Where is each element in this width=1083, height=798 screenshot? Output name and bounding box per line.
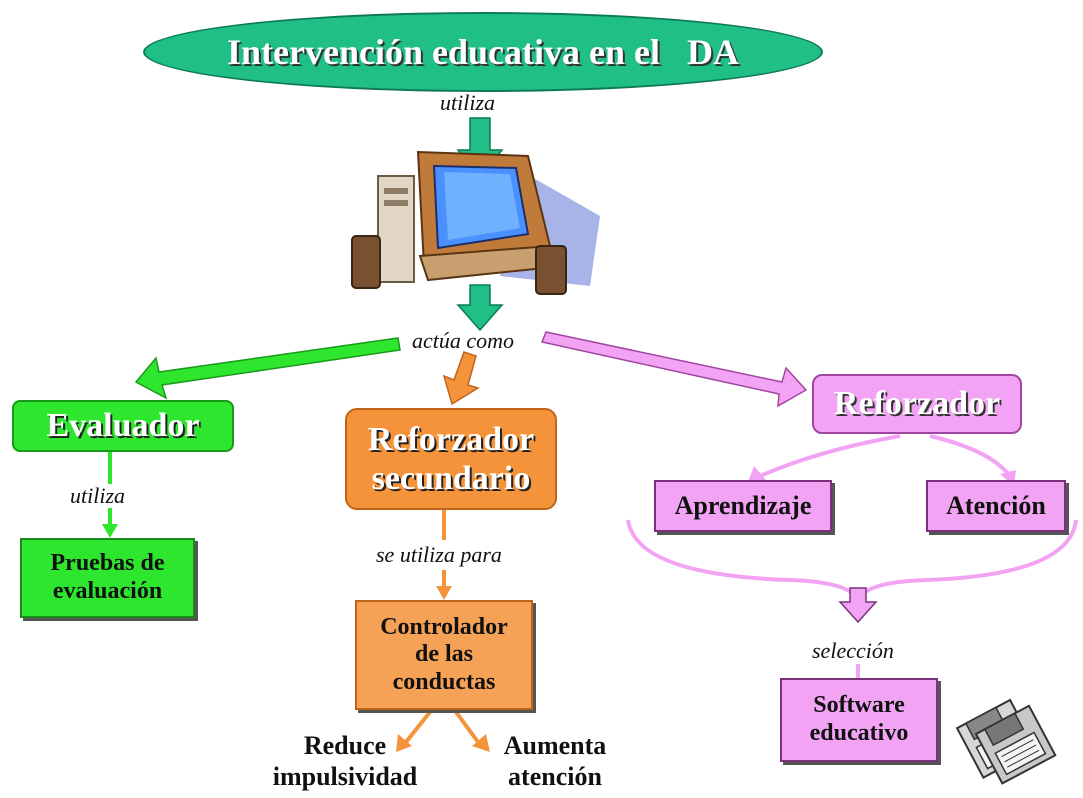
software-line2: educativo bbox=[809, 720, 909, 746]
arrow-seleccion bbox=[838, 587, 878, 624]
arrow-to-reforzador bbox=[540, 331, 808, 408]
ref-sec-line2: secundario bbox=[371, 460, 531, 497]
node-aumenta-atencion: Aumenta atención bbox=[480, 730, 630, 792]
label-actua-como: actúa como bbox=[412, 328, 515, 353]
aumenta-line1: Aumenta bbox=[503, 731, 607, 760]
controlador-line3: conductas bbox=[392, 668, 496, 695]
node-reforzador: Reforzador bbox=[812, 374, 1022, 434]
node-pruebas-de-evaluacion: Pruebas de evaluación bbox=[20, 538, 195, 618]
controlador-line2: de las bbox=[414, 641, 473, 668]
node-reforzador-secundario: Reforzador secundario bbox=[345, 408, 557, 510]
aumenta-line2: atención bbox=[508, 762, 602, 792]
reduce-line1: Reduce bbox=[303, 731, 387, 760]
atencion-text: Atención bbox=[946, 491, 1046, 520]
node-reduce-impulsividad: Reduce impulsividad bbox=[255, 730, 435, 792]
node-aprendizaje: Aprendizaje bbox=[654, 480, 832, 532]
node-software-educativo: Software educativo bbox=[780, 678, 938, 762]
label-se-utiliza-para: se utiliza para bbox=[376, 542, 502, 567]
arrow-to-reforzador-secundario bbox=[442, 351, 480, 406]
arrow-actua-como bbox=[456, 284, 504, 332]
node-evaluador: Evaluador bbox=[12, 400, 234, 452]
aprendizaje-text: Aprendizaje bbox=[674, 491, 812, 520]
node-atencion: Atención bbox=[926, 480, 1066, 532]
floppy-disks-icon bbox=[955, 698, 1057, 785]
node-controlador-de-las-conductas: Controlador de las conductas bbox=[355, 600, 533, 710]
computer-icon bbox=[351, 150, 600, 295]
label-utiliza-top: utiliza bbox=[440, 90, 496, 115]
label-seleccion: selección bbox=[812, 638, 894, 663]
pruebas-line1: Pruebas de bbox=[50, 550, 165, 577]
title-text: Intervención educativa en el DA bbox=[227, 32, 739, 72]
label-utiliza-left: utiliza bbox=[70, 483, 126, 508]
arrow-to-evaluador bbox=[134, 337, 401, 400]
evaluador-text: Evaluador bbox=[46, 407, 200, 444]
title-node: Intervención educativa en el DA bbox=[143, 12, 823, 92]
software-line1: Software bbox=[813, 692, 905, 719]
ref-sec-line1: Reforzador bbox=[367, 420, 535, 458]
pruebas-line2: evaluación bbox=[52, 578, 163, 604]
controlador-line1: Controlador bbox=[380, 613, 508, 640]
reforzador-text: Reforzador bbox=[833, 385, 1001, 422]
reduce-line2: impulsividad bbox=[272, 762, 418, 792]
